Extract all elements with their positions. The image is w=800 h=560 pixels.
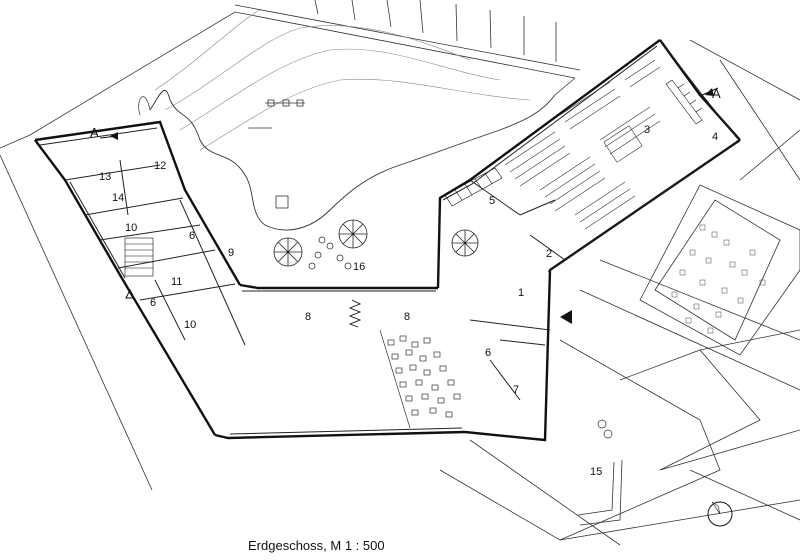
room-label-2: 2 <box>546 248 552 260</box>
partition-fold <box>348 299 362 328</box>
room-label-10: 10 <box>125 222 137 234</box>
room-labels: 1 2 3 4 5 6 6 6 7 8 8 9 10 10 11 12 13 1… <box>99 124 718 478</box>
room-label-1: 1 <box>518 287 524 299</box>
room-label-16: 16 <box>353 261 365 273</box>
courtyard-outline <box>149 89 556 231</box>
auditorium-seating <box>504 59 661 230</box>
room-label-8: 8 <box>404 311 410 323</box>
terrain-contours <box>154 9 531 151</box>
room-label-12: 12 <box>154 160 166 172</box>
room-label-14: 14 <box>112 192 124 204</box>
tree-icon <box>273 219 479 267</box>
plan-caption: Erdgeschoss, M 1 : 500 <box>248 538 385 553</box>
building-walls <box>34 39 741 442</box>
room-label-4: 4 <box>712 131 718 143</box>
room-label-9: 9 <box>228 247 234 259</box>
north-arrow-icon <box>707 501 733 527</box>
section-marker-icon <box>99 87 719 140</box>
room-label-6: 6 <box>485 347 491 359</box>
room-label-8: 8 <box>305 311 311 323</box>
section-marker-label: A <box>712 86 721 101</box>
bollard <box>603 429 613 439</box>
bollard <box>597 419 607 429</box>
room-label-11: 11 <box>171 276 182 288</box>
courtyard-furniture <box>248 99 352 270</box>
room-label-15: 15 <box>590 466 602 478</box>
room-label-5: 5 <box>489 195 495 207</box>
room-label-3: 3 <box>644 124 650 136</box>
plaza-pattern <box>671 224 766 334</box>
stairs <box>124 79 703 277</box>
room-label-6: 6 <box>189 230 195 242</box>
hall-seating <box>379 329 461 429</box>
room-label-6: 6 <box>150 297 156 309</box>
room-label-10: 10 <box>184 319 196 331</box>
room-label-13: 13 <box>99 171 111 183</box>
room-label-7: 7 <box>513 384 519 396</box>
entrance-arrow-icon <box>125 288 135 299</box>
entrance-arrow-icon <box>560 310 572 324</box>
section-marker-label: A <box>90 125 99 140</box>
